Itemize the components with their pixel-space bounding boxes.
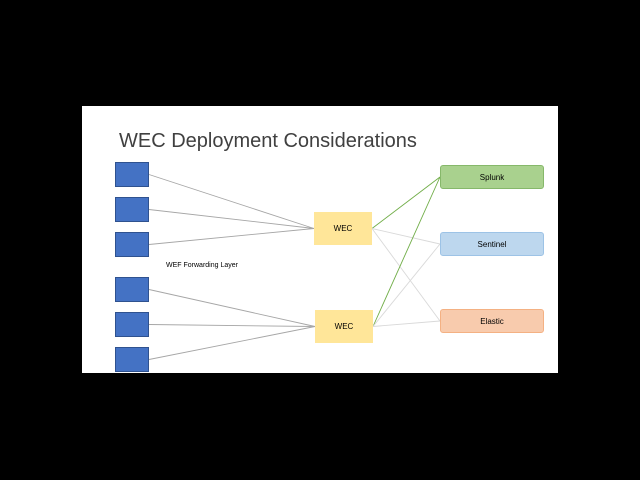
source-to-wec-line bbox=[148, 209, 315, 229]
destination-splunk: Splunk bbox=[440, 165, 544, 189]
source-computer-6 bbox=[115, 347, 149, 372]
source-to-wec-line bbox=[148, 289, 316, 327]
source-to-wec-line bbox=[148, 326, 316, 360]
source-to-wec-line bbox=[148, 324, 316, 327]
source-computer-2 bbox=[115, 197, 149, 222]
slide: WEC Deployment Considerations WEF Forwar… bbox=[82, 106, 558, 373]
source-computer-1 bbox=[115, 162, 149, 187]
wec-to-destination-line bbox=[372, 176, 441, 327]
destination-sentinel: Sentinel bbox=[440, 232, 544, 256]
wec-to-destination-line bbox=[371, 228, 441, 245]
source-computer-4 bbox=[115, 277, 149, 302]
source-computer-5 bbox=[115, 312, 149, 337]
destination-elastic: Elastic bbox=[440, 309, 544, 333]
connection-lines bbox=[148, 174, 441, 360]
source-to-wec-line bbox=[148, 228, 315, 245]
source-to-wec-line bbox=[148, 174, 315, 229]
slide-title: WEC Deployment Considerations bbox=[119, 130, 417, 152]
wec-to-destination-line bbox=[371, 228, 441, 322]
source-computer-3 bbox=[115, 232, 149, 257]
wec-to-destination-line bbox=[372, 243, 441, 327]
wec-node-1: WEC bbox=[314, 212, 372, 245]
wec-to-destination-line bbox=[372, 320, 441, 327]
wec-node-2: WEC bbox=[315, 310, 373, 343]
forwarding-layer-label: WEF Forwarding Layer bbox=[166, 262, 238, 269]
wec-to-destination-line bbox=[371, 176, 441, 229]
